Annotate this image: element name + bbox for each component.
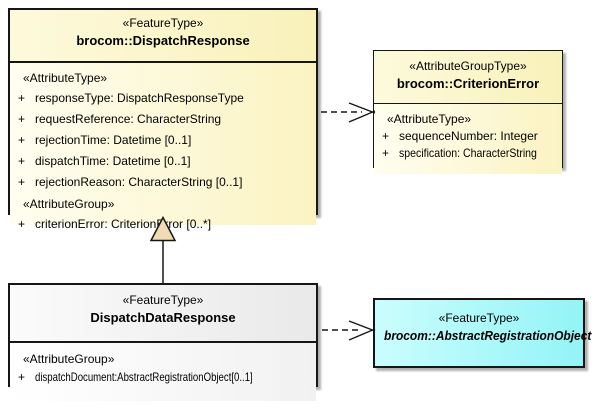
visibility-sign: + <box>18 370 26 384</box>
attribute-text: responseType: DispatchResponseType <box>35 91 244 105</box>
class-name: brocom::CriterionError <box>396 76 540 91</box>
visibility-sign: + <box>18 91 26 105</box>
visibility-sign: + <box>18 133 26 147</box>
class-abstract-registration-object: «FeatureType» brocom::AbstractRegistrati… <box>373 298 592 368</box>
attribute-row: + rejectionReason: CharacterString [0..1… <box>10 172 316 193</box>
attribute-text: specification: CharacterString <box>399 146 537 160</box>
attribute-row: + dispatchTime: Datetime [0..1] <box>10 151 316 172</box>
class-dispatch-response: «FeatureType» brocom::DispatchResponse «… <box>8 8 318 231</box>
attribute-row: + requestReference: CharacterString <box>10 109 316 130</box>
class-title-compartment: «FeatureType» DispatchDataResponse <box>10 285 316 343</box>
class-name: brocom::AbstractRegistrationObject <box>384 328 592 343</box>
class-stereotype: «FeatureType» <box>438 311 520 325</box>
visibility-sign: + <box>382 129 390 143</box>
attribute-row: + specification: CharacterString <box>374 145 562 162</box>
class-attributes-compartment: «AttributeType» + responseType: Dispatch… <box>10 63 316 231</box>
class-dispatch-data-response: «FeatureType» DispatchDataResponse «Attr… <box>8 283 318 401</box>
dependency-connector-abstract-registration-object <box>322 320 376 341</box>
class-stereotype: «FeatureType» <box>122 293 204 307</box>
attribute-type-heading: «AttributeType» <box>387 112 472 126</box>
attribute-text: rejectionReason: CharacterString [0..1] <box>35 175 243 189</box>
attribute-group-heading: «AttributeGroup» <box>23 352 115 366</box>
attribute-type-heading: «AttributeType» <box>23 71 108 85</box>
attribute-row: + criterionError: CriterionError [0..*] <box>10 214 316 235</box>
attribute-text: requestReference: CharacterString <box>35 112 222 126</box>
class-title-compartment: «FeatureType» brocom::AbstractRegistrati… <box>375 300 592 344</box>
attribute-text: sequenceNumber: Integer <box>399 129 538 143</box>
attribute-text: criterionError: CriterionError [0..*] <box>35 217 212 231</box>
attribute-row: + rejectionTime: Datetime [0..1] <box>10 130 316 151</box>
attribute-row: + sequenceNumber: Integer <box>374 128 562 145</box>
attribute-text: rejectionTime: Datetime [0..1] <box>35 133 192 147</box>
attribute-row: + responseType: DispatchResponseType <box>10 88 316 109</box>
class-stereotype: «AttributeGroupType» <box>409 59 527 73</box>
open-arrowhead-icon <box>348 320 376 332</box>
class-name: brocom::DispatchResponse <box>76 33 250 48</box>
attribute-text: dispatchTime: Datetime [0..1] <box>35 154 191 168</box>
class-title-compartment: «FeatureType» brocom::DispatchResponse <box>10 10 316 63</box>
open-arrowhead-icon <box>348 102 376 114</box>
class-criterion-error: «AttributeGroupType» brocom::CriterionEr… <box>373 50 563 174</box>
class-name: DispatchDataResponse <box>90 310 236 325</box>
visibility-sign: + <box>18 217 26 231</box>
class-title-compartment: «AttributeGroupType» brocom::CriterionEr… <box>374 51 562 104</box>
class-attributes-compartment: «AttributeType» + sequenceNumber: Intege… <box>374 104 562 174</box>
dependency-connector-criterion-error <box>321 102 376 123</box>
attribute-text: dispatchDocument:AbstractRegistrationObj… <box>35 370 253 384</box>
visibility-sign: + <box>18 154 26 168</box>
attribute-group-heading: «AttributeGroup» <box>23 197 115 211</box>
visibility-sign: + <box>18 112 26 126</box>
class-attributes-compartment: «AttributeGroup» + dispatchDocument:Abst… <box>10 343 316 401</box>
class-stereotype: «FeatureType» <box>122 16 204 30</box>
visibility-sign: + <box>382 146 390 160</box>
visibility-sign: + <box>18 175 26 189</box>
attribute-row: + dispatchDocument:AbstractRegistrationO… <box>10 368 316 386</box>
